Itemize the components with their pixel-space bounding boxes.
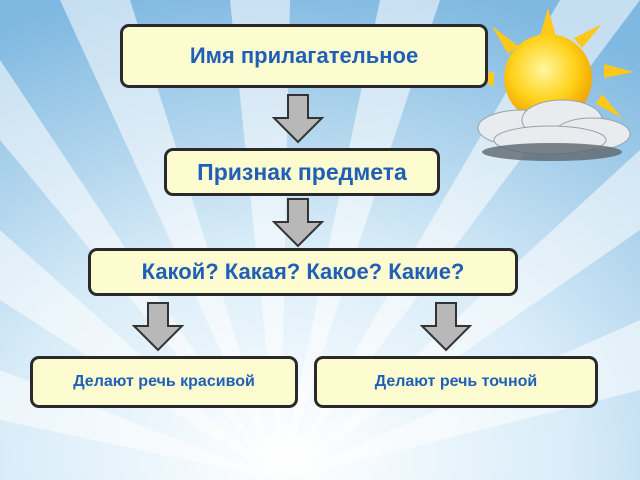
down-arrow-icon bbox=[420, 302, 472, 352]
precise-speech-box: Делают речь точной bbox=[314, 356, 598, 408]
beautiful-speech-box: Делают речь красивой bbox=[30, 356, 298, 408]
down-arrow-icon bbox=[272, 198, 324, 248]
down-arrow-icon bbox=[272, 94, 324, 144]
questions-box: Какой? Какая? Какое? Какие? bbox=[88, 248, 518, 296]
object-feature-box: Признак предмета bbox=[164, 148, 440, 196]
sun-behind-cloud-icon bbox=[464, 8, 634, 161]
title-box: Имя прилагательное bbox=[120, 24, 488, 88]
down-arrow-icon bbox=[132, 302, 184, 352]
